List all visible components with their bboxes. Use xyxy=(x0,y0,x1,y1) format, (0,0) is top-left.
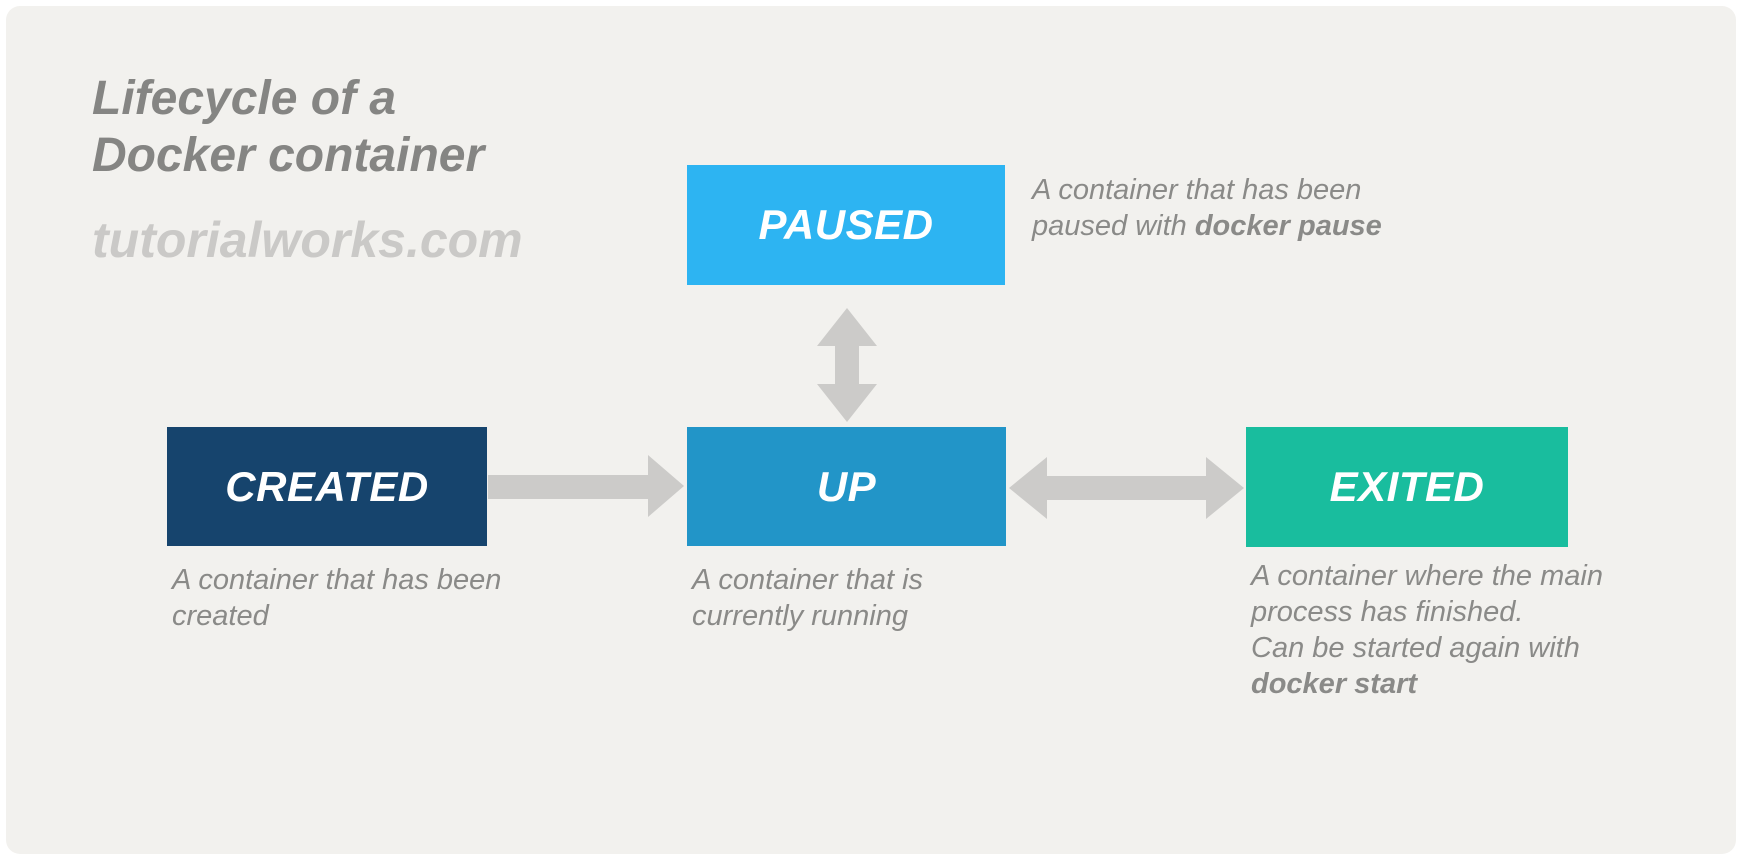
watermark-text: tutorialworks.com xyxy=(92,212,523,268)
node-created-label: CREATED xyxy=(225,462,429,510)
arrow-up-exited-two-way xyxy=(1009,457,1244,519)
page-title: Lifecycle of a Docker container xyxy=(92,70,484,184)
node-paused-label: PAUSED xyxy=(758,201,934,248)
desc-exited-line2: process has finished. xyxy=(1251,596,1524,628)
desc-paused-line1: A container that has been xyxy=(1032,174,1362,206)
desc-up: A container that is currently running xyxy=(692,562,923,634)
desc-exited-command-text: docker start xyxy=(1251,668,1418,700)
desc-paused-line2: paused with docker pause xyxy=(1032,208,1382,244)
desc-paused-command: docker pause xyxy=(1194,210,1382,242)
arrow-created-to-up xyxy=(488,455,684,517)
desc-created: A container that has been created xyxy=(172,562,501,634)
desc-created-line1: A container that has been xyxy=(172,564,502,596)
node-paused: PAUSED xyxy=(687,165,1005,285)
page-title-line2: Docker container xyxy=(92,129,485,182)
node-exited: EXITED xyxy=(1246,427,1568,547)
node-exited-label: EXITED xyxy=(1329,463,1485,510)
desc-paused-line2-text: paused with xyxy=(1032,210,1195,242)
node-up-label: UP xyxy=(816,462,877,510)
desc-up-line2: currently running xyxy=(692,600,908,632)
desc-paused: A container that has been paused with do… xyxy=(1032,172,1382,244)
desc-exited-line1: A container where the main xyxy=(1251,560,1603,592)
desc-up-line1: A container that is xyxy=(692,564,924,596)
node-created: CREATED xyxy=(167,427,487,546)
desc-exited-line3: Can be started again with xyxy=(1251,632,1580,664)
page-title-line1: Lifecycle of a xyxy=(92,72,397,125)
node-up: UP xyxy=(687,427,1006,546)
arrow-paused-up-two-way xyxy=(817,308,877,422)
desc-exited: A container where the main process has f… xyxy=(1251,558,1603,702)
desc-created-line2: created xyxy=(172,600,269,632)
desc-exited-command: docker start xyxy=(1251,666,1603,702)
diagram-canvas: Lifecycle of a Docker container tutorial… xyxy=(6,6,1736,854)
